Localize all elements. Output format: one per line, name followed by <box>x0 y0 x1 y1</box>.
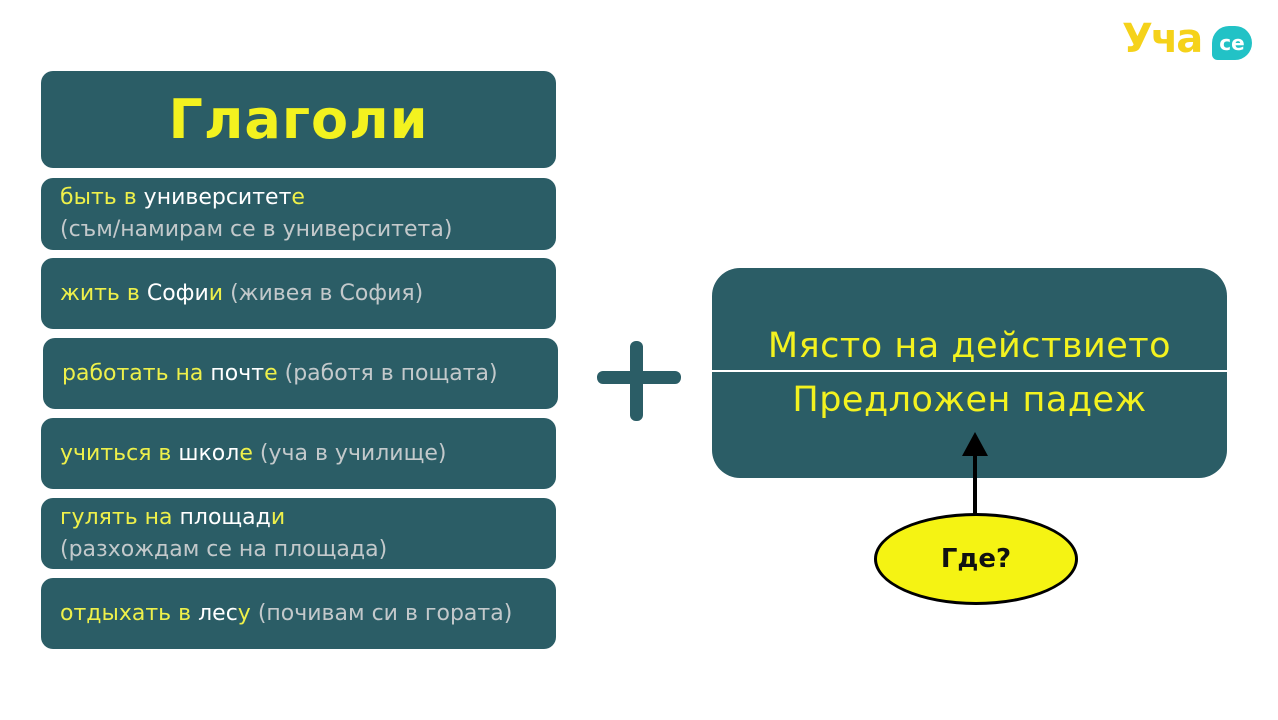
question-ellipse: Где? <box>874 513 1078 605</box>
verb-row-5: гулять на площади (разхождам се на площа… <box>41 498 556 569</box>
verb-row-line: работать на почте (работя в пощата) <box>62 358 558 390</box>
verb-translation: (почивам си в гората) <box>250 600 513 626</box>
noun-stem: лес <box>198 600 238 626</box>
verb-translation: (уча в училище) <box>252 440 447 466</box>
verb-translation: (живея в София) <box>223 280 424 306</box>
verb-row-line: быть в университете <box>60 182 556 214</box>
plus-vertical-bar <box>630 341 643 421</box>
place-box-divider <box>712 370 1227 372</box>
case-ending: е <box>291 185 305 210</box>
verb-phrase: работать на <box>62 360 211 386</box>
noun-stem: университет <box>143 185 292 210</box>
case-ending: е <box>239 440 253 466</box>
verb-row-line: отдыхать в лесу (почивам си в гората) <box>60 598 556 630</box>
logo-badge: се <box>1212 26 1252 60</box>
verb-phrase: отдыхать в <box>60 600 199 626</box>
noun-stem: площад <box>179 504 271 530</box>
verb-translation: (съм/намирам се в университета) <box>60 217 453 242</box>
verb-phrase: жить в <box>60 280 147 306</box>
verb-translation: (работя в пощата) <box>277 360 498 386</box>
verb-phrase: гулять на <box>60 504 180 530</box>
verb-phrase: учиться в <box>60 440 179 466</box>
verb-row-line: учиться в школе (уча в училище) <box>60 438 556 470</box>
verb-translation: (разхождам се на площада) <box>60 536 388 562</box>
case-ending: и <box>270 504 286 530</box>
question-label: Где? <box>940 544 1012 574</box>
verb-row-6: отдыхать в лесу (почивам си в гората) <box>41 578 556 649</box>
noun-stem: Софи <box>146 280 209 306</box>
title-box: Глаголи <box>41 71 556 168</box>
verb-row-2: жить в Софии (живея в София) <box>41 258 556 329</box>
logo-text: Уча <box>1122 16 1203 62</box>
noun-stem: школ <box>178 440 240 466</box>
verb-row-line: гулять на площади <box>60 502 556 534</box>
yucha-se-logo: Уча се <box>1122 16 1262 72</box>
case-ending: у <box>237 600 251 626</box>
verb-phrase: быть в <box>60 185 144 210</box>
noun-stem: почт <box>210 360 265 386</box>
case-ending: е <box>264 360 278 386</box>
verb-row-line: жить в Софии (живея в София) <box>60 278 556 310</box>
verb-row-3: работать на почте (работя в пощата) <box>43 338 558 409</box>
prepositional-case-label: Предложен падеж <box>792 380 1147 420</box>
case-ending: и <box>208 280 224 306</box>
page-title: Глаголи <box>168 88 429 151</box>
verb-row-1: быть в университете (съм/намирам се в ун… <box>41 178 556 250</box>
arrow-shaft <box>973 450 977 516</box>
place-of-action-label: Място на действието <box>767 326 1172 366</box>
verb-row-4: учиться в школе (уча в училище) <box>41 418 556 489</box>
